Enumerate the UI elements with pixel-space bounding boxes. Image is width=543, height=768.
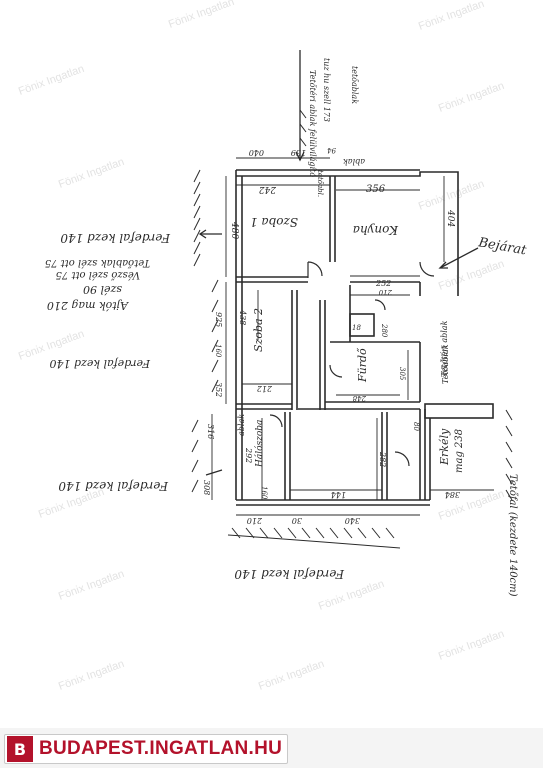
site-logo[interactable]: B BUDAPEST.INGATLAN.HU [4,734,288,764]
room-label-erkely-height: mag 238 [454,429,465,473]
dim-label: 80 [412,422,420,431]
dim-label: 18 [352,324,361,332]
note-left: Ajtók mag 210 [47,299,129,312]
room-label-szoba2: Szoba 2 [252,308,265,352]
room-label-konyha: Konyha [353,223,399,237]
roof-window-side-label: Tetőtéri ablak [440,320,449,377]
left-notes: Ferdefal kezd 140 Ajtók mag 210 szél 90 … [45,231,171,493]
watermark: Fönix Ingatlan [57,568,126,603]
ablak-left-label: ablak [237,414,246,436]
top-note-2: tetőablak [350,66,359,104]
watermark: Fönix Ingatlan [417,0,486,33]
dim-label: 404 [445,209,455,227]
dim-label: 160 [260,486,268,500]
bottom-wall-hatch-line [227,534,401,549]
logo-text: BUDAPEST.INGATLAN.HU [39,738,283,759]
note-left: Ferdefal kezd 140 [60,231,171,245]
roof-window-note: Tetőablak [441,344,450,384]
dim-label: 248 [352,394,367,402]
roof-window-top-label: Tetőtéri ablak felülvilágító [308,70,317,177]
logo-mark-icon: B [7,736,33,762]
dim-label: 144 [331,490,346,499]
dim-label: 242 [259,184,277,194]
dim-label: 30 [292,516,302,525]
dim-label: 308 [202,480,211,495]
arrows [198,50,479,476]
room-label-furdo: Fürdő [356,347,369,383]
watermark: Fönix Ingatlan [317,578,386,613]
dim-label: 040 [249,148,264,157]
dim-label: 282 [378,451,387,467]
ablak-top-label: ablak [343,157,365,166]
dim-label: 94 [327,146,336,154]
watermark: Fönix Ingatlan [257,658,326,693]
watermark: Fönix Ingatlan [167,0,236,31]
dimension-lines [211,157,494,516]
dim-label: 210 [247,516,263,525]
watermark: Fönix Ingatlan [417,178,486,213]
dim-label: 305 [398,367,406,381]
dim-label: 280 [380,323,388,338]
dim-label: 352 [214,382,223,397]
dim-label: 925 [214,312,223,327]
room-label-szoba1: Szoba 1 [250,215,298,229]
dim-label: 438 [238,309,247,325]
dim-label: 356 [366,184,386,195]
watermark: Fönix Ingatlan [17,63,86,98]
dim-label: 252 [375,279,391,288]
dim-label: 292 [244,447,253,463]
watermark: Fönix Ingatlan [437,80,506,115]
note-bottom: Ferdefal kezd 140 [234,567,345,581]
note-left: Ferdefal kezd 140 [58,479,169,493]
dim-label: 340 [345,516,360,525]
roof-window-note2: tetőabl. [316,170,325,197]
footer-bar: B BUDAPEST.INGATLAN.HU [0,728,543,768]
room-label-erkely: Erkély [438,428,451,466]
right-wall-note: Tetőfal (kezdete 140cm) [507,474,518,597]
plan-walls [235,169,494,506]
note-left: Ferdefal kezd 140 [50,357,152,370]
dim-label: 212 [257,384,273,393]
door-swings [269,261,435,467]
bejarat-label: Bejárat [476,235,528,258]
note-left: szél 90 [83,283,122,296]
note-left: Tetőablak szél ott 75 [45,257,150,268]
room-label-halo: Hálószoba [254,420,265,468]
watermark: Fönix Ingatlan [57,658,126,693]
dimension-labels: 040 139 242 356 480 404 252 925 438 160 … [202,146,460,525]
dim-label: 480 [229,221,239,239]
dim-label: 210 [378,288,393,296]
dim-label: 316 [206,424,215,439]
watermark: Fönix Ingatlan [437,628,506,663]
room-labels: Szoba 1 Konyha Szoba 2 Fürdő Hálószoba E… [250,215,465,473]
top-note: tuz hu szell 173 [322,58,331,122]
note-left: Vésző szél ott 75 [56,269,140,280]
dim-label: 160 [214,344,222,358]
exterior-hatching [191,109,513,539]
watermark: Fönix Ingatlan [437,258,506,293]
watermark: Fönix Ingatlan [57,156,126,191]
dim-label: 139 [291,148,306,157]
dim-label: 384 [445,490,460,499]
